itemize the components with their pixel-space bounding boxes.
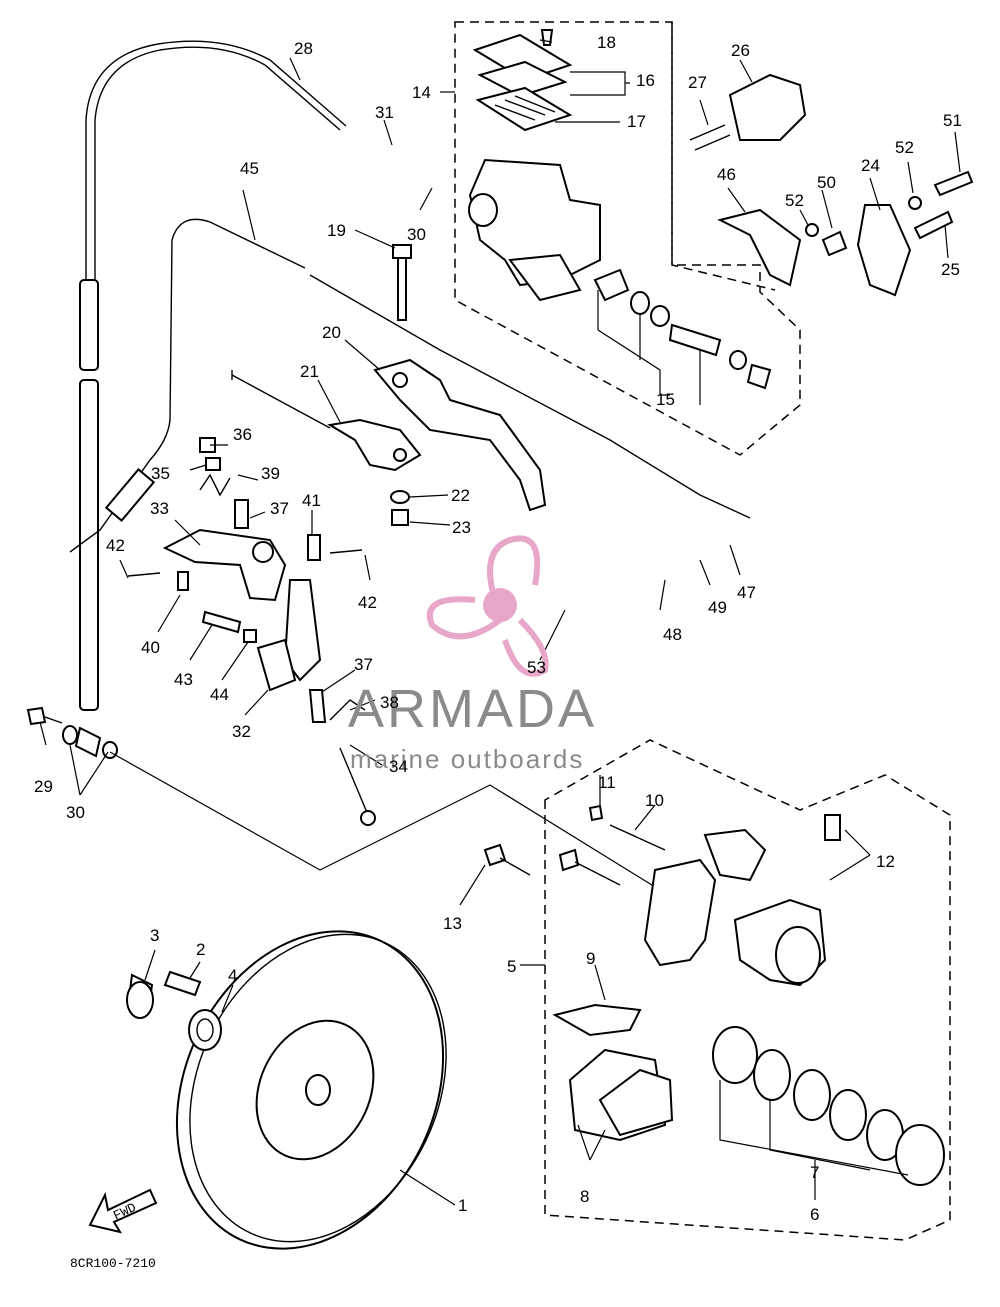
label-15: 15	[656, 390, 675, 409]
piston-kit	[593, 268, 772, 390]
label-50: 50	[817, 173, 836, 192]
label-51: 51	[943, 111, 962, 130]
switch-assembly	[689, 73, 974, 297]
label-49: 49	[708, 598, 727, 617]
label-24: 24	[861, 156, 880, 175]
fwd-arrow: FWD	[88, 1188, 158, 1234]
armada-logo-icon	[426, 535, 549, 677]
label-23: 23	[452, 518, 471, 537]
label-29: 29	[34, 777, 53, 796]
label-42a: 42	[106, 536, 125, 555]
label-16: 16	[636, 71, 655, 90]
watermark: ARMADA marine outboards	[348, 535, 597, 774]
watermark-tagline: marine outboards	[350, 744, 584, 774]
brake-lever	[327, 244, 547, 526]
label-3: 3	[150, 926, 159, 945]
label-44: 44	[210, 685, 229, 704]
label-52b: 52	[785, 191, 804, 210]
label-18: 18	[597, 33, 616, 52]
label-47: 47	[737, 583, 756, 602]
label-19: 19	[327, 221, 346, 240]
label-9: 9	[586, 949, 595, 968]
label-27: 27	[688, 73, 707, 92]
label-53: 53	[527, 658, 546, 677]
label-40: 40	[141, 638, 160, 657]
leader-lines	[39, 39, 961, 1206]
label-37b: 37	[354, 655, 373, 674]
label-39: 39	[261, 464, 280, 483]
label-30a: 30	[407, 225, 426, 244]
label-36: 36	[233, 425, 252, 444]
label-34: 34	[389, 757, 408, 776]
label-33: 33	[150, 499, 169, 518]
label-45: 45	[240, 159, 259, 178]
label-13: 13	[443, 914, 462, 933]
label-14: 14	[412, 83, 431, 102]
master-cylinder	[468, 29, 601, 302]
label-4: 4	[228, 966, 237, 985]
label-17: 17	[627, 112, 646, 131]
label-52a: 52	[895, 138, 914, 157]
label-25: 25	[941, 260, 960, 279]
label-2: 2	[196, 940, 205, 959]
watermark-brand: ARMADA	[348, 679, 597, 739]
label-32: 32	[232, 722, 251, 741]
label-26: 26	[731, 41, 750, 60]
cables	[69, 40, 751, 711]
label-38: 38	[380, 693, 399, 712]
label-41: 41	[302, 491, 321, 510]
label-20: 20	[322, 323, 341, 342]
label-22: 22	[451, 486, 470, 505]
label-48: 48	[663, 625, 682, 644]
part-labels: 28 18 26 16 27 14 31 17 51 52 24 45 46 5…	[34, 33, 962, 1224]
label-10: 10	[645, 791, 664, 810]
pedal-linkage	[26, 437, 376, 826]
label-46: 46	[717, 165, 736, 184]
piston-seals	[712, 1026, 945, 1186]
caliper	[483, 804, 841, 1142]
label-7: 7	[810, 1163, 819, 1182]
label-37a: 37	[270, 499, 289, 518]
brake-disc	[126, 930, 447, 1250]
drawing-code: 8CR100-7210	[70, 1256, 156, 1271]
hose-lines	[109, 751, 661, 891]
label-43: 43	[174, 670, 193, 689]
label-42b: 42	[358, 593, 377, 612]
label-21: 21	[300, 362, 319, 381]
label-28: 28	[294, 39, 313, 58]
label-8: 8	[580, 1187, 589, 1206]
label-5: 5	[507, 957, 516, 976]
group-outlines	[454, 21, 951, 1241]
label-35: 35	[151, 464, 170, 483]
label-12: 12	[876, 852, 895, 871]
label-31: 31	[375, 103, 394, 122]
label-1: 1	[458, 1196, 467, 1215]
label-30b: 30	[66, 803, 85, 822]
label-11: 11	[598, 773, 616, 792]
label-6: 6	[810, 1205, 819, 1224]
